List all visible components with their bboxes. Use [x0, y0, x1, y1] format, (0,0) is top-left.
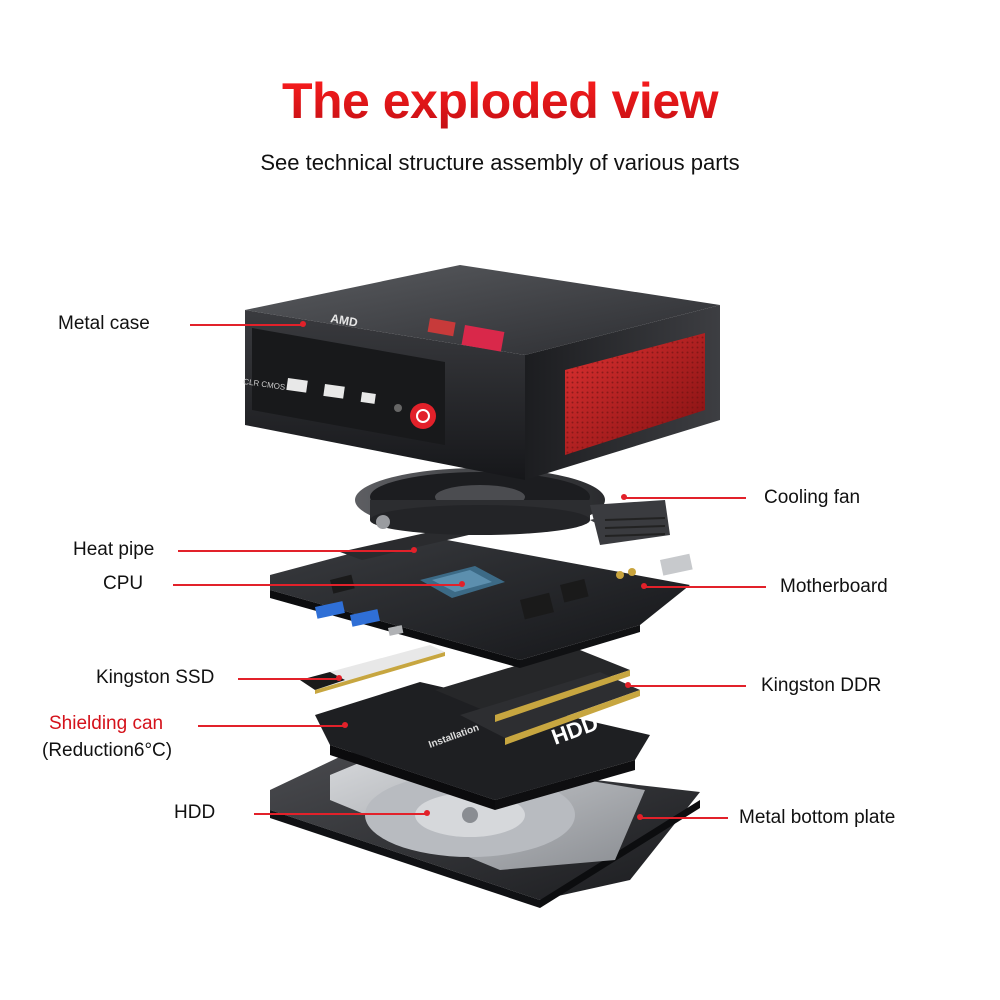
leader-heat-pipe [178, 550, 413, 552]
page-title: The exploded view [0, 72, 1000, 130]
label-shielding-note: (Reduction6°C) [42, 740, 173, 761]
label-metal-bottom-plate: Metal bottom plate [739, 807, 896, 828]
label-kingston-ssd: Kingston SSD [96, 667, 215, 688]
leader-cpu [173, 584, 461, 586]
label-motherboard: Motherboard [780, 576, 888, 597]
brand-print: AMD [329, 311, 359, 330]
label-kingston-ddr: Kingston DDR [761, 675, 882, 696]
cooling-fan-shape [355, 468, 670, 545]
leader-kingston-ssd [238, 678, 338, 680]
page-subtitle: See technical structure assembly of vari… [260, 150, 740, 175]
leader-dot-kingston-ssd [336, 675, 342, 681]
leader-metal-bottom-plate [640, 817, 728, 819]
leader-dot-shielding-can [342, 722, 348, 728]
label-cpu: CPU [103, 573, 144, 594]
leader-dot-hdd [424, 810, 430, 816]
leader-metal-case [190, 324, 302, 326]
leader-dot-heat-pipe [411, 547, 417, 553]
shielding-can-shape: HDD Installation [315, 682, 650, 810]
leader-dot-metal-case [300, 321, 306, 327]
label-metal-case: Metal case [58, 313, 150, 334]
leader-cooling-fan [624, 497, 746, 499]
motherboard-board [270, 535, 693, 668]
leader-shielding-can [198, 725, 344, 727]
label-cooling-fan: Cooling fan [764, 487, 861, 508]
ddr-modules [435, 648, 640, 745]
leader-kingston-ddr [628, 685, 746, 687]
metal-case-shape: CLR CMOS AMD [243, 265, 720, 480]
label-shielding-can: Shielding can [49, 713, 164, 734]
label-hdd: HDD [174, 802, 216, 823]
label-heat-pipe: Heat pipe [73, 539, 155, 560]
leader-motherboard [644, 586, 766, 588]
leader-dot-cpu [459, 581, 465, 587]
leader-hdd [254, 813, 426, 815]
